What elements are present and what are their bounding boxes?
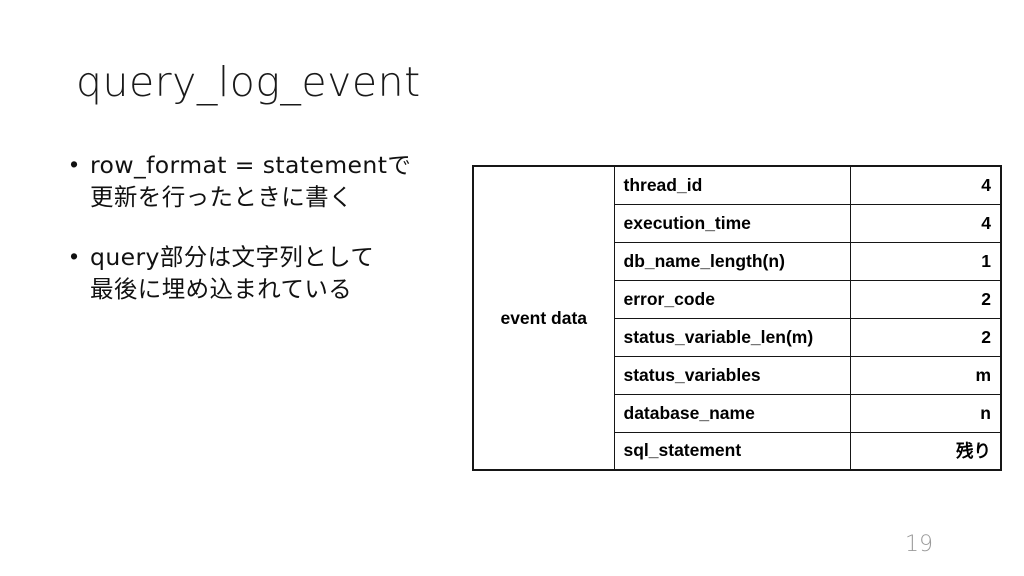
table: event data thread_id 4 execution_time 4 … xyxy=(472,165,1002,471)
field-size-cell: m xyxy=(849,355,1002,395)
field-name-cell: thread_id xyxy=(613,165,851,205)
bullet-line: row_format = statementで xyxy=(90,151,412,179)
field-name-cell: db_name_length(n) xyxy=(613,241,851,281)
list-item: • row_format = statementで 更新を行ったときに書く xyxy=(70,150,470,212)
bullet-line: query部分は文字列として xyxy=(90,243,375,272)
bullet-marker-icon: • xyxy=(70,243,79,270)
field-size-cell: n xyxy=(849,393,1002,433)
group-label-cell: event data xyxy=(472,165,615,471)
field-name-cell: sql_statement xyxy=(613,431,851,471)
field-name-cell: database_name xyxy=(613,393,851,433)
field-size-cell: 1 xyxy=(849,241,1002,281)
bullet-text: query部分は文字列として 最後に埋め込まれている xyxy=(90,242,470,304)
field-name-cell: status_variable_len(m) xyxy=(613,317,851,357)
bullet-line: 更新を行ったときに書く xyxy=(90,183,353,212)
table-row: database_name n xyxy=(473,393,1002,433)
field-size-cell: 2 xyxy=(849,279,1002,319)
table-row: sql_statement 残り xyxy=(473,431,1002,471)
field-size-cell: 残り xyxy=(849,431,1002,471)
bullet-line: 最後に埋め込まれている xyxy=(90,275,353,304)
field-size-cell: 4 xyxy=(849,203,1002,243)
page-title: query_log_event xyxy=(76,58,421,106)
list-item: • query部分は文字列として 最後に埋め込まれている xyxy=(70,242,470,304)
table-row: error_code 2 xyxy=(473,279,1002,319)
bullet-list: • row_format = statementで 更新を行ったときに書く • … xyxy=(70,150,470,304)
event-structure-table: event data thread_id 4 execution_time 4 … xyxy=(472,165,1002,471)
page-number: 19 xyxy=(905,532,933,557)
field-size-cell: 4 xyxy=(849,165,1002,205)
field-name-cell: status_variables xyxy=(613,355,851,395)
table-row: execution_time 4 xyxy=(473,203,1002,243)
table-row: event data thread_id 4 xyxy=(472,165,1002,471)
bullet-text: row_format = statementで 更新を行ったときに書く xyxy=(90,150,470,212)
table-row: status_variables m xyxy=(473,355,1002,395)
field-name-cell: error_code xyxy=(613,279,851,319)
bullet-marker-icon: • xyxy=(70,151,79,177)
field-size-cell: 2 xyxy=(849,317,1002,357)
field-name-cell: execution_time xyxy=(613,203,851,243)
